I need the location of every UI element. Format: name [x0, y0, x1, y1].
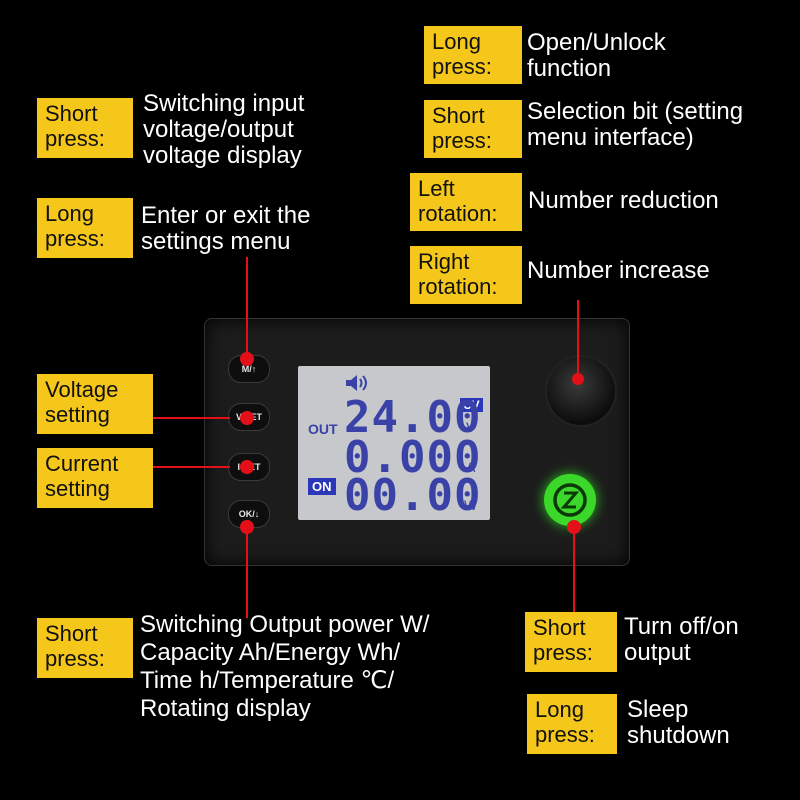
ok-short-press-tag: Short press: — [37, 618, 133, 678]
lcd-display: OUT ON CV 24.00 V 0.000 A 00.00 W — [298, 366, 490, 520]
knob-right-tag-line2: rotation: — [418, 274, 498, 299]
knob-short-tag-line2: press: — [432, 128, 492, 153]
leader-line-ok-button — [246, 526, 248, 618]
on-badge: ON — [308, 478, 336, 495]
m-up-button-label: M/↑ — [241, 364, 257, 374]
knob-long-tag-line1: Long — [432, 29, 481, 54]
leader-line-vset — [152, 417, 230, 419]
m-short-desc-line1: Switching input — [143, 90, 305, 117]
power-long-press-tag: Long press: — [527, 694, 617, 754]
knob-right-desc-line1: Number increase — [527, 257, 710, 284]
voltage-setting-tag: Voltage setting — [37, 374, 153, 434]
knob-left-rotation-tag: Left rotation: — [410, 173, 522, 231]
knob-left-desc-line1: Number reduction — [528, 187, 719, 214]
knob-short-tag-line1: Short — [432, 103, 485, 128]
knob-left-rotation-desc: Number reduction — [528, 188, 719, 214]
knob-long-desc-line2: function — [527, 55, 612, 82]
knob-long-tag-line2: press: — [432, 54, 492, 79]
m-long-press-desc: Enter or exit the settings menu — [141, 203, 310, 255]
ok-down-button-label: OK/↓ — [238, 509, 260, 519]
current-setting-tag: Current setting — [37, 448, 153, 508]
knob-short-press-desc: Selection bit (setting menu interface) — [527, 99, 743, 151]
speaker-icon — [346, 375, 367, 391]
knob-dot — [572, 373, 584, 385]
leader-line-m-button — [246, 257, 248, 357]
knob-right-rotation-desc: Number increase — [527, 258, 710, 284]
ok-short-desc-line4: Rotating display — [140, 695, 311, 722]
m-long-tag-line1: Long — [45, 201, 94, 226]
knob-long-press-tag: Long press: — [424, 26, 522, 84]
m-short-press-tag: Short press: — [37, 98, 133, 158]
power-short-tag-line1: Short — [533, 615, 586, 640]
iset-tag-line1: Current — [45, 451, 119, 476]
knob-left-tag-line2: rotation: — [418, 201, 498, 226]
rotary-knob-icon[interactable] — [545, 355, 617, 427]
knob-short-desc-line1: Selection bit (setting — [527, 98, 744, 125]
power-short-desc-line2: output — [624, 639, 691, 666]
cv-badge: CV — [460, 398, 483, 412]
vset-dot — [240, 411, 254, 425]
voltage-unit: V — [466, 419, 476, 435]
knob-right-rotation-tag: Right rotation: — [410, 246, 522, 304]
m-long-desc-line2: settings menu — [141, 228, 291, 255]
power-short-tag-line2: press: — [533, 640, 593, 665]
ok-short-desc-line1: Switching Output power W/ — [140, 611, 430, 638]
current-unit: A — [466, 459, 476, 475]
vset-tag-line1: Voltage — [45, 377, 119, 402]
knob-short-press-tag: Short press: — [424, 100, 522, 158]
iset-tag-line2: setting — [45, 476, 110, 501]
ok-short-tag-line2: press: — [45, 646, 105, 671]
ok-button-dot — [240, 520, 254, 534]
m-button-dot — [240, 352, 254, 366]
m-short-tag-line2: press: — [45, 126, 105, 151]
knob-long-press-desc: Open/Unlock function — [527, 30, 666, 82]
power-unit: W — [464, 497, 478, 513]
m-short-press-desc: Switching input voltage/output voltage d… — [143, 91, 304, 169]
ok-short-tag-line1: Short — [45, 621, 98, 646]
voltage-readout: 24.00 — [344, 392, 482, 443]
power-long-desc-line1: Sleep — [627, 696, 689, 723]
vset-tag-line2: setting — [45, 402, 110, 427]
m-short-desc-line3: voltage display — [143, 142, 302, 169]
power-long-tag-line1: Long — [535, 697, 584, 722]
power-button[interactable] — [544, 474, 596, 526]
power-button-dot — [567, 520, 581, 534]
power-long-desc-line2: shutdown — [627, 722, 730, 749]
power-short-desc-line1: Turn off/on — [624, 613, 739, 640]
power-long-tag-line2: press: — [535, 722, 595, 747]
power-readout: 00.00 — [344, 470, 482, 521]
knob-long-desc-line1: Open/Unlock — [527, 29, 666, 56]
current-readout: 0.000 — [344, 432, 482, 483]
ok-short-desc-line2: Capacity Ah/Energy Wh/ — [140, 639, 401, 666]
out-label: OUT — [308, 421, 338, 437]
knob-right-tag-line1: Right — [418, 249, 470, 274]
knob-short-desc-line2: menu interface) — [527, 124, 694, 151]
m-short-desc-line2: voltage/output — [143, 116, 294, 143]
ok-short-press-desc: Switching Output power W/ Capacity Ah/En… — [140, 611, 429, 723]
power-long-press-desc: Sleep shutdown — [627, 697, 730, 749]
m-short-tag-line1: Short — [45, 101, 98, 126]
power-icon — [553, 483, 587, 517]
leader-line-power-button — [573, 526, 575, 614]
knob-left-tag-line1: Left — [418, 176, 455, 201]
power-short-press-tag: Short press: — [525, 612, 617, 672]
ok-short-desc-line3: Time h/Temperature ℃/ — [140, 667, 395, 694]
m-long-press-tag: Long press: — [37, 198, 133, 258]
m-long-desc-line1: Enter or exit the — [141, 202, 311, 229]
leader-line-knob — [577, 300, 579, 380]
leader-line-iset — [152, 466, 230, 468]
power-short-press-desc: Turn off/on output — [624, 614, 739, 666]
iset-dot — [240, 460, 254, 474]
m-long-tag-line2: press: — [45, 226, 105, 251]
